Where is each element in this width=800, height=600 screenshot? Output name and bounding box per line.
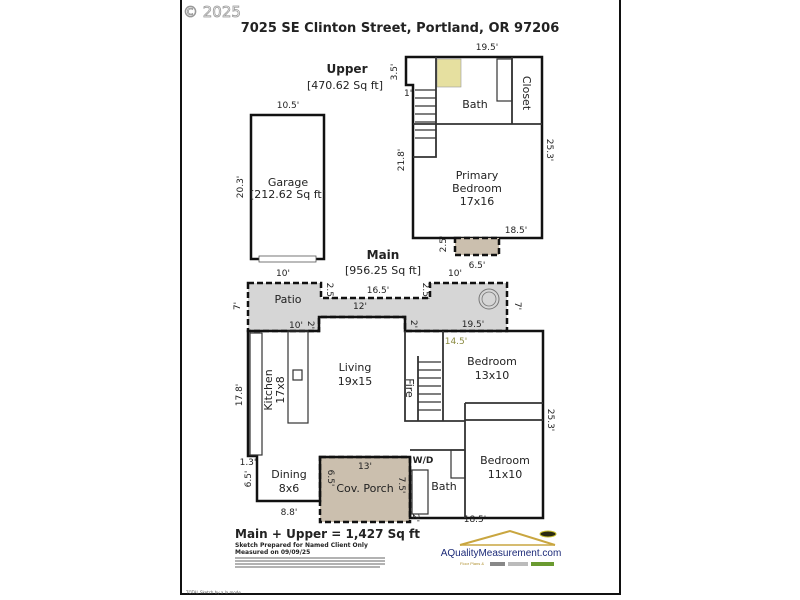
garage-label: Garage [268,176,309,189]
garage-area: [212.62 Sq ft] [250,188,326,201]
dim: 2.5' [420,283,430,300]
prepared-note: Sketch Prepared for Named Client Only [235,542,368,549]
upper-stairs [415,89,436,139]
room-primary-2: Bedroom [452,182,502,195]
bath-vanity [450,449,466,479]
dim: 2' [408,320,418,328]
room-wd: W/D [413,456,434,466]
dim: 10' [289,321,303,331]
fine-print [235,557,385,568]
dim: 20.3' [236,176,246,199]
dim: 1' [404,89,412,99]
room-living-1: Living [339,361,372,374]
dim: 6.5' [469,261,486,271]
main-outline [246,315,545,520]
upper-outline [404,55,544,240]
dim: 2.5' [324,283,334,300]
room-upper-bath: Bath [462,98,488,111]
covered-porch [318,455,412,524]
dim: 13' [358,462,372,472]
hot-tub-inner [481,291,497,307]
dim: 6.5' [325,470,335,487]
room-primary-1: Primary [456,169,499,182]
dim: 21.8' [397,149,407,172]
dim: 3.5' [390,64,400,81]
hot-tub-icon [478,288,500,310]
dim: 10.5' [277,101,300,111]
dim: 1.3' [240,458,257,468]
credit: TOTAL Sketch by a la mode [185,590,241,595]
dim: 7.5' [396,477,406,494]
roof-icon [459,529,556,546]
logo-text: AQualityMeasurement.com [441,548,562,559]
room-fire: Fire [403,378,416,398]
kitchen-sink-icon [292,369,303,381]
dim: 8.8' [281,508,298,518]
main-stairs [418,361,441,411]
footer: Main + Upper = 1,427 Sq ft Sketch Prepar… [185,527,420,595]
room-bedroom2-2: 11x10 [488,468,523,481]
upper-label: Upper [327,62,368,76]
dim: 10' [276,269,290,279]
tape-measure-icon [539,530,557,538]
dim: 18.5' [464,515,487,525]
room-primary-3: 17x16 [460,195,495,208]
copyright-watermark: © 2025 [183,3,241,21]
dim: 17.8' [235,384,245,407]
dim: 2.5' [439,236,449,253]
main-floor: Main [956.25 Sq ft] Patio Living 19x15 K… [233,248,555,525]
dim: 19.5' [476,43,499,53]
dim: 18.5' [505,226,528,236]
dim: 25.3' [544,139,554,162]
room-dining-2: 8x6 [279,482,300,495]
measured-date: Measured on 09/09/25 [235,549,310,556]
upper-area: [470.62 Sq ft] [307,79,383,92]
main-label: Main [367,248,400,262]
total-area: Main + Upper = 1,427 Sq ft [235,527,420,541]
dim: 2' [410,514,420,522]
company-logo: AQualityMeasurement.com Floor Plans & [441,529,562,566]
logo-tagline: Floor Plans & [460,561,484,566]
vanity [496,58,513,102]
room-main-bath: Bath [431,480,457,493]
dim: 2' [305,321,315,329]
shower [436,58,462,88]
dim: 12' [353,302,367,312]
dim: 16.5' [367,286,390,296]
room-bedroom2-1: Bedroom [480,454,530,467]
garage: Garage [212.62 Sq ft] 10.5' 20.3' [236,101,326,263]
room-living-2: 19x15 [338,375,373,388]
room-closet: Closet [520,76,533,111]
room-bedroom1-1: Bedroom [467,355,517,368]
room-dining-1: Dining [271,468,307,481]
room-kitchen-2: 17x8 [274,376,287,404]
dim: 10' [448,269,462,279]
main-area: [956.25 Sq ft] [345,264,421,277]
upper-floor: Upper [470.62 Sq ft] Bath Closet Primary… [307,43,554,271]
bathtub [411,469,429,515]
dim: 7' [233,302,243,310]
kitchen-island [287,330,309,424]
dim: 14.5' [445,337,468,347]
room-porch: Cov. Porch [336,482,393,495]
room-bedroom1-2: 13x10 [475,369,510,382]
room-patio: Patio [275,293,302,306]
dim: 19.5' [462,320,485,330]
dim: 25.3' [545,409,555,432]
dim: 7' [512,302,522,310]
room-kitchen-1: Kitchen [262,369,275,410]
page-title: 7025 SE Clinton Street, Portland, OR 972… [241,21,560,36]
dim: 6.5' [244,471,254,488]
kitchen-counter [249,332,263,456]
balcony [453,236,501,257]
garage-door[interactable] [258,255,317,263]
